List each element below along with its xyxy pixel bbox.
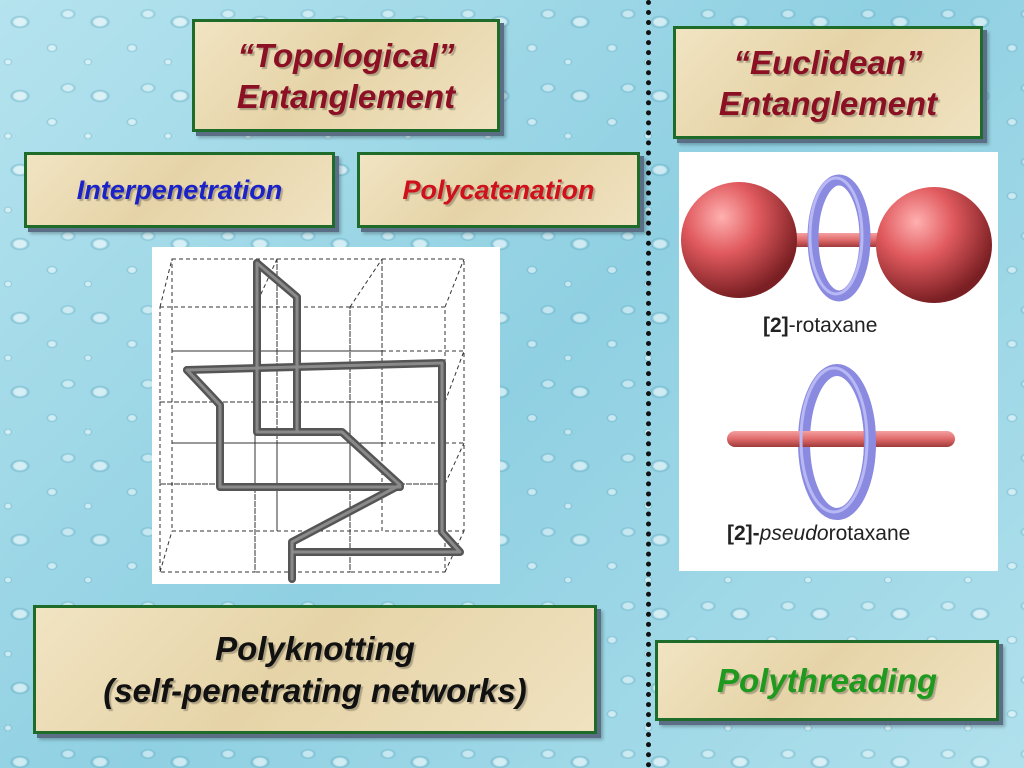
- topological-entanglement-title: “Topological” Entanglement: [192, 19, 500, 132]
- rotaxane-stopper-left: [681, 182, 797, 298]
- rotaxane-caption: [2]-rotaxane: [763, 314, 877, 338]
- rotaxane-stopper-right: [876, 187, 992, 303]
- pseudorotaxane-axle: [727, 431, 955, 447]
- rotaxane-ring: [807, 174, 871, 302]
- euclidean-entanglement-title: “Euclidean” Entanglement: [673, 26, 983, 139]
- polythreading-label: Polythreading: [716, 661, 938, 699]
- pseudorotaxane-caption: [2]-pseudorotaxane: [727, 522, 910, 546]
- polyknotting-line1: Polyknotting: [215, 629, 415, 667]
- interpenetration-label: Interpenetration: [76, 174, 283, 205]
- topological-title-line2: Entanglement: [236, 77, 456, 115]
- polyknotting-box: Polyknotting (self-penetrating networks): [33, 605, 597, 734]
- euclidean-title-line2: Entanglement: [718, 84, 938, 122]
- polyknot-network-image: [152, 247, 500, 584]
- polythreading-box: Polythreading: [655, 640, 999, 721]
- pseudorotaxane-caption-italic: pseudo: [759, 522, 829, 545]
- pseudorotaxane-caption-suffix: rotaxane: [828, 522, 911, 545]
- rotaxane-caption-suffix: -rotaxane: [788, 314, 878, 337]
- euclidean-title-line1: “Euclidean”: [733, 43, 923, 81]
- rotaxane-caption-prefix: [2]: [763, 314, 789, 337]
- rotaxane-image-panel: [2]-rotaxane [2]-pseudorotaxane: [679, 152, 998, 571]
- knot-tube: [183, 259, 464, 583]
- polycatenation-box: Polycatenation: [357, 152, 640, 228]
- polyknotting-line2: (self-penetrating networks): [103, 671, 527, 709]
- polycatenation-label: Polycatenation: [402, 174, 595, 205]
- dotted-divider: [646, 0, 651, 768]
- topological-title-line1: “Topological”: [237, 36, 455, 74]
- pseudorotaxane-caption-prefix: [2]-: [727, 522, 760, 545]
- polyknot-network-svg: [159, 258, 465, 583]
- rotaxane-svg: [681, 174, 992, 520]
- interpenetration-box: Interpenetration: [24, 152, 335, 228]
